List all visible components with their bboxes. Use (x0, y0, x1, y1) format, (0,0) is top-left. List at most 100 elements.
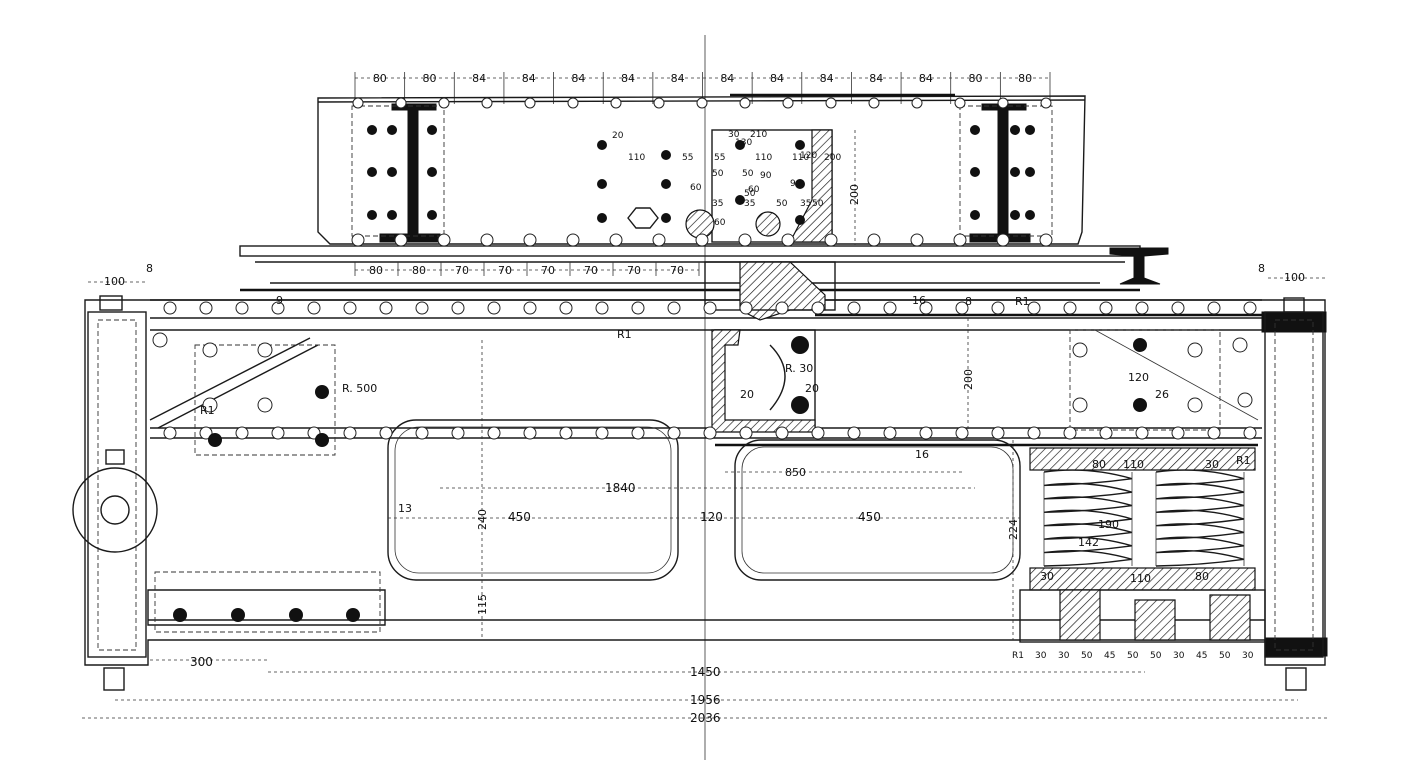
label-height-200: 200 (962, 369, 975, 390)
label-rivet-26: 26 (1155, 388, 1169, 401)
i-beam-left (379, 103, 441, 243)
rivet (825, 97, 837, 109)
spring-bottom-label: 50 (1219, 651, 1231, 661)
rivet (735, 140, 745, 150)
center-block-label: 90 (760, 171, 772, 181)
rivet (415, 301, 429, 315)
rivet (379, 301, 393, 315)
top-dim-label: 84 (919, 72, 933, 85)
girder-rivets (351, 97, 1053, 247)
rivet (597, 140, 607, 150)
rivet (307, 301, 321, 315)
rivet (387, 167, 397, 177)
rivet (387, 125, 397, 135)
label-spring-30-a: 30 (1205, 458, 1219, 471)
top-dim-label: 84 (571, 72, 585, 85)
rivet (631, 301, 645, 315)
rivet (1025, 125, 1035, 135)
rivet (163, 426, 177, 440)
rivet (703, 301, 717, 315)
rivet (991, 301, 1005, 315)
spring-bottom-label: 50 (1150, 651, 1162, 661)
center-block-label: 120 (800, 151, 817, 161)
center-block-label: 50 (744, 189, 756, 199)
rivet (610, 97, 622, 109)
rail-section (1109, 247, 1169, 285)
rivet (1025, 210, 1035, 220)
top-dim-label: 84 (869, 72, 883, 85)
rivet (609, 233, 623, 247)
rivet (451, 301, 465, 315)
rivet (795, 140, 805, 150)
spring-bottom-label: 30 (1058, 651, 1070, 661)
window-left (387, 419, 679, 581)
rivet (152, 332, 168, 348)
center-block-label: 50 (742, 169, 754, 179)
left-end-post-inner (97, 319, 137, 651)
rivet (480, 233, 494, 247)
diagonal-brace-left-2 (157, 344, 319, 429)
rivet (1040, 97, 1052, 109)
spring-bottom-label: R1 (1012, 651, 1024, 661)
label-rivet-r1-c: R1 (200, 404, 215, 417)
rivet (1232, 337, 1248, 353)
rivet (523, 426, 537, 440)
spring-bottom-label: 50 (1081, 651, 1093, 661)
rivet (395, 97, 407, 109)
rivet (653, 97, 665, 109)
rivet (427, 210, 437, 220)
rivet (775, 301, 789, 315)
center-block-label: 60 (748, 185, 760, 195)
right-bolt-top (1283, 297, 1305, 313)
diagonal-brace-left (149, 337, 311, 421)
rivet (1010, 210, 1020, 220)
pin-right (755, 211, 781, 237)
top-dimension-ticks (354, 72, 1051, 104)
rivet (367, 125, 377, 135)
label-rivet-16-a: 16 (912, 294, 926, 307)
rivet (437, 233, 451, 247)
rivet (1099, 301, 1113, 315)
label-rivet-r1-a: R1 (1015, 295, 1030, 308)
rivet (163, 301, 177, 315)
rivet (1135, 301, 1149, 315)
rivet (257, 397, 273, 413)
rivet (427, 167, 437, 177)
rivet (597, 213, 607, 223)
rivet (1039, 233, 1053, 247)
rivet (451, 426, 465, 440)
left-bolt-bottom (103, 667, 125, 691)
rivet (208, 433, 222, 447)
center-block-label: 55 (714, 153, 725, 163)
label-rivet-8: 8 (965, 295, 972, 308)
rivet (883, 301, 897, 315)
rivet (415, 426, 429, 440)
rivet (1063, 426, 1077, 440)
label-window-radius: 13 (398, 502, 412, 515)
rivet (919, 426, 933, 440)
bottom-plate-dash (154, 571, 381, 633)
spring-bottom-label: 45 (1104, 651, 1115, 661)
rivet (567, 97, 579, 109)
left-bolt-top (105, 449, 125, 465)
top-dim-label: 84 (522, 72, 536, 85)
rivet (1027, 301, 1041, 315)
rivet (1243, 301, 1257, 315)
rivet (811, 301, 825, 315)
window-right (734, 439, 1021, 581)
label-radius-500: R. 500 (342, 382, 377, 395)
left-wheel-hub-inner (100, 495, 130, 525)
rivet (735, 195, 745, 205)
center-block-label: 110 (755, 153, 772, 163)
spring-seat-hatch (1059, 589, 1251, 641)
rivet (202, 397, 218, 413)
label-hole-r30: R. 30 (785, 362, 813, 375)
rivet (1010, 167, 1020, 177)
rivet (955, 426, 969, 440)
rivet (970, 210, 980, 220)
center-block-label: 55 (682, 153, 693, 163)
frame-bottom-right-bar (1264, 637, 1328, 657)
center-block-label: 110 (792, 153, 809, 163)
